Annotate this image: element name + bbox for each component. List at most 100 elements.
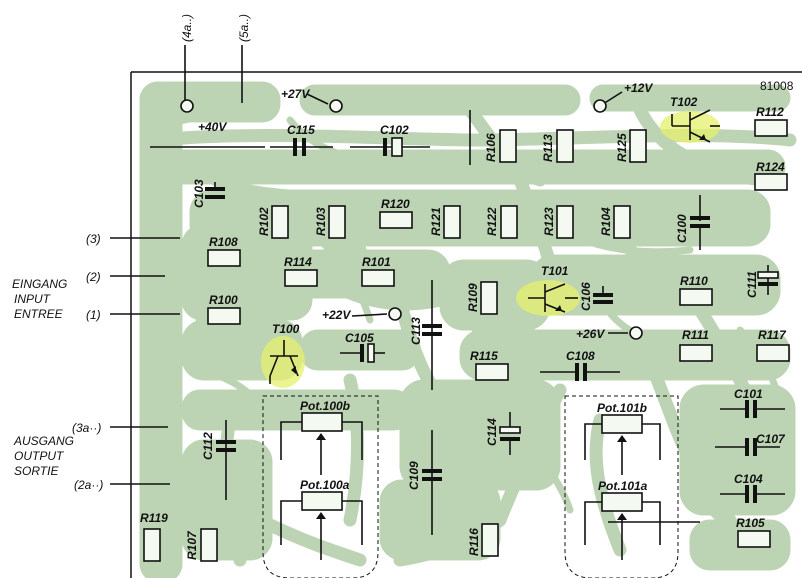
label-27v: +27V [281, 87, 310, 101]
label-12v: +12V [624, 81, 653, 95]
resistor-r109 [480, 281, 498, 315]
resistor-r124 [754, 173, 788, 191]
label-c112: C112 [201, 432, 215, 460]
label-r119: R119 [140, 511, 168, 525]
label-c101: C101 [734, 387, 763, 401]
label-r122: R122 [485, 207, 499, 236]
label-pot100b: Pot.100b [300, 399, 350, 413]
label-r121: R121 [429, 207, 443, 236]
label-r110: R110 [680, 274, 708, 288]
label-r111: R111 [682, 328, 709, 342]
transistor-t101 [528, 283, 578, 313]
label-top-4a: (4a..) [180, 14, 194, 42]
label-r115: R115 [470, 349, 498, 363]
label-input-fr: ENTREE [14, 307, 64, 321]
label-c100: C100 [675, 214, 689, 243]
label-pot101b: Pot.101b [597, 401, 647, 415]
capacitor-c112 [216, 440, 236, 452]
capacitor-c111 [757, 271, 779, 286]
resistor-r111 [679, 344, 713, 362]
resistor-r123 [556, 205, 574, 239]
side-labels: (3) (2) EINGANG INPUT ENTREE (1) (3a··) … [12, 14, 251, 492]
capacitor-c108 [575, 363, 587, 381]
label-c107: C107 [756, 432, 786, 446]
resistor-r106 [499, 129, 517, 163]
resistor-r103 [328, 205, 346, 239]
label-pot101a: Pot.101a [598, 479, 648, 493]
label-c109: C109 [407, 461, 421, 490]
label-c104: C104 [734, 472, 763, 486]
resistor-r114 [284, 269, 318, 287]
resistors [143, 119, 790, 562]
resistor-r112 [754, 119, 788, 137]
label-t100: T100 [272, 322, 300, 336]
resistor-r101 [361, 269, 395, 287]
supply-terminals [180, 99, 643, 340]
label-r123: R123 [542, 207, 556, 236]
capacitor-c104 [745, 485, 757, 503]
resistor-r116 [481, 523, 499, 557]
resistor-r110 [679, 288, 713, 306]
label-output-3a: (3a··) [72, 421, 101, 435]
label-c105: C105 [345, 331, 374, 345]
label-output-2a: (2a··) [74, 478, 103, 492]
label-r100: R100 [209, 293, 238, 307]
resistor-r102 [271, 205, 289, 239]
resistor-r120 [379, 211, 413, 229]
resistor-r108 [207, 249, 241, 267]
label-r114: R114 [284, 255, 312, 269]
label-input-1: (1) [86, 308, 101, 322]
capacitors [205, 137, 779, 503]
label-input-en: INPUT [14, 292, 52, 306]
capacitor-c106 [593, 286, 613, 304]
label-r107: R107 [185, 530, 199, 560]
capacitor-c101 [745, 400, 757, 418]
capacitor-c109 [422, 469, 442, 481]
label-c111: C111 [745, 271, 759, 298]
label-40v: +40V [198, 120, 227, 134]
label-26v: +26V [576, 327, 605, 341]
resistor-r117 [756, 344, 790, 362]
label-r113: R113 [541, 134, 555, 162]
label-r120: R120 [381, 197, 410, 211]
label-r109: R109 [466, 283, 480, 312]
capacitor-c107 [745, 438, 757, 456]
resistor-r121 [443, 205, 461, 239]
label-c108: C108 [566, 349, 595, 363]
component-labels: C115 C102 T102 R112 R124 R120 R108 R114 … [140, 95, 787, 560]
wire-leads [110, 45, 785, 535]
resistor-r122 [500, 205, 518, 239]
label-r102: R102 [257, 207, 271, 236]
transistor-t100 [269, 340, 299, 384]
capacitor-c103 [205, 182, 225, 199]
resistor-r105 [737, 530, 771, 548]
label-output-en: OUTPUT [14, 449, 65, 463]
label-input-2: (2) [86, 270, 101, 284]
label-c115: C115 [287, 123, 315, 137]
label-pot100a: Pot.100a [300, 478, 350, 492]
capacitor-c102 [383, 137, 403, 157]
label-r104: R104 [599, 207, 613, 236]
capacitor-c100 [690, 216, 710, 228]
supply-labels: +40V +27V +12V +22V +26V [198, 81, 653, 341]
label-t101: T101 [541, 264, 569, 278]
potentiometer-pot101a [601, 492, 643, 512]
potentiometer-pot100b [301, 412, 343, 432]
capacitor-c113 [422, 324, 442, 336]
capacitor-c105 [340, 343, 385, 363]
label-r125: R125 [615, 133, 629, 162]
label-r112: R112 [756, 105, 784, 119]
label-r124: R124 [756, 160, 785, 174]
label-r108: R108 [209, 235, 238, 249]
label-c106: C106 [579, 282, 593, 311]
potentiometer-group-100 [262, 395, 379, 578]
resistor-r119 [143, 528, 161, 562]
board-outline [130, 71, 802, 578]
label-r106: R106 [484, 133, 498, 162]
resistor-r104 [613, 205, 631, 239]
label-top-5a: (5a..) [237, 14, 251, 42]
resistor-r125 [629, 129, 647, 163]
potentiometer-group-101 [564, 395, 679, 578]
resistor-r100 [207, 307, 241, 325]
